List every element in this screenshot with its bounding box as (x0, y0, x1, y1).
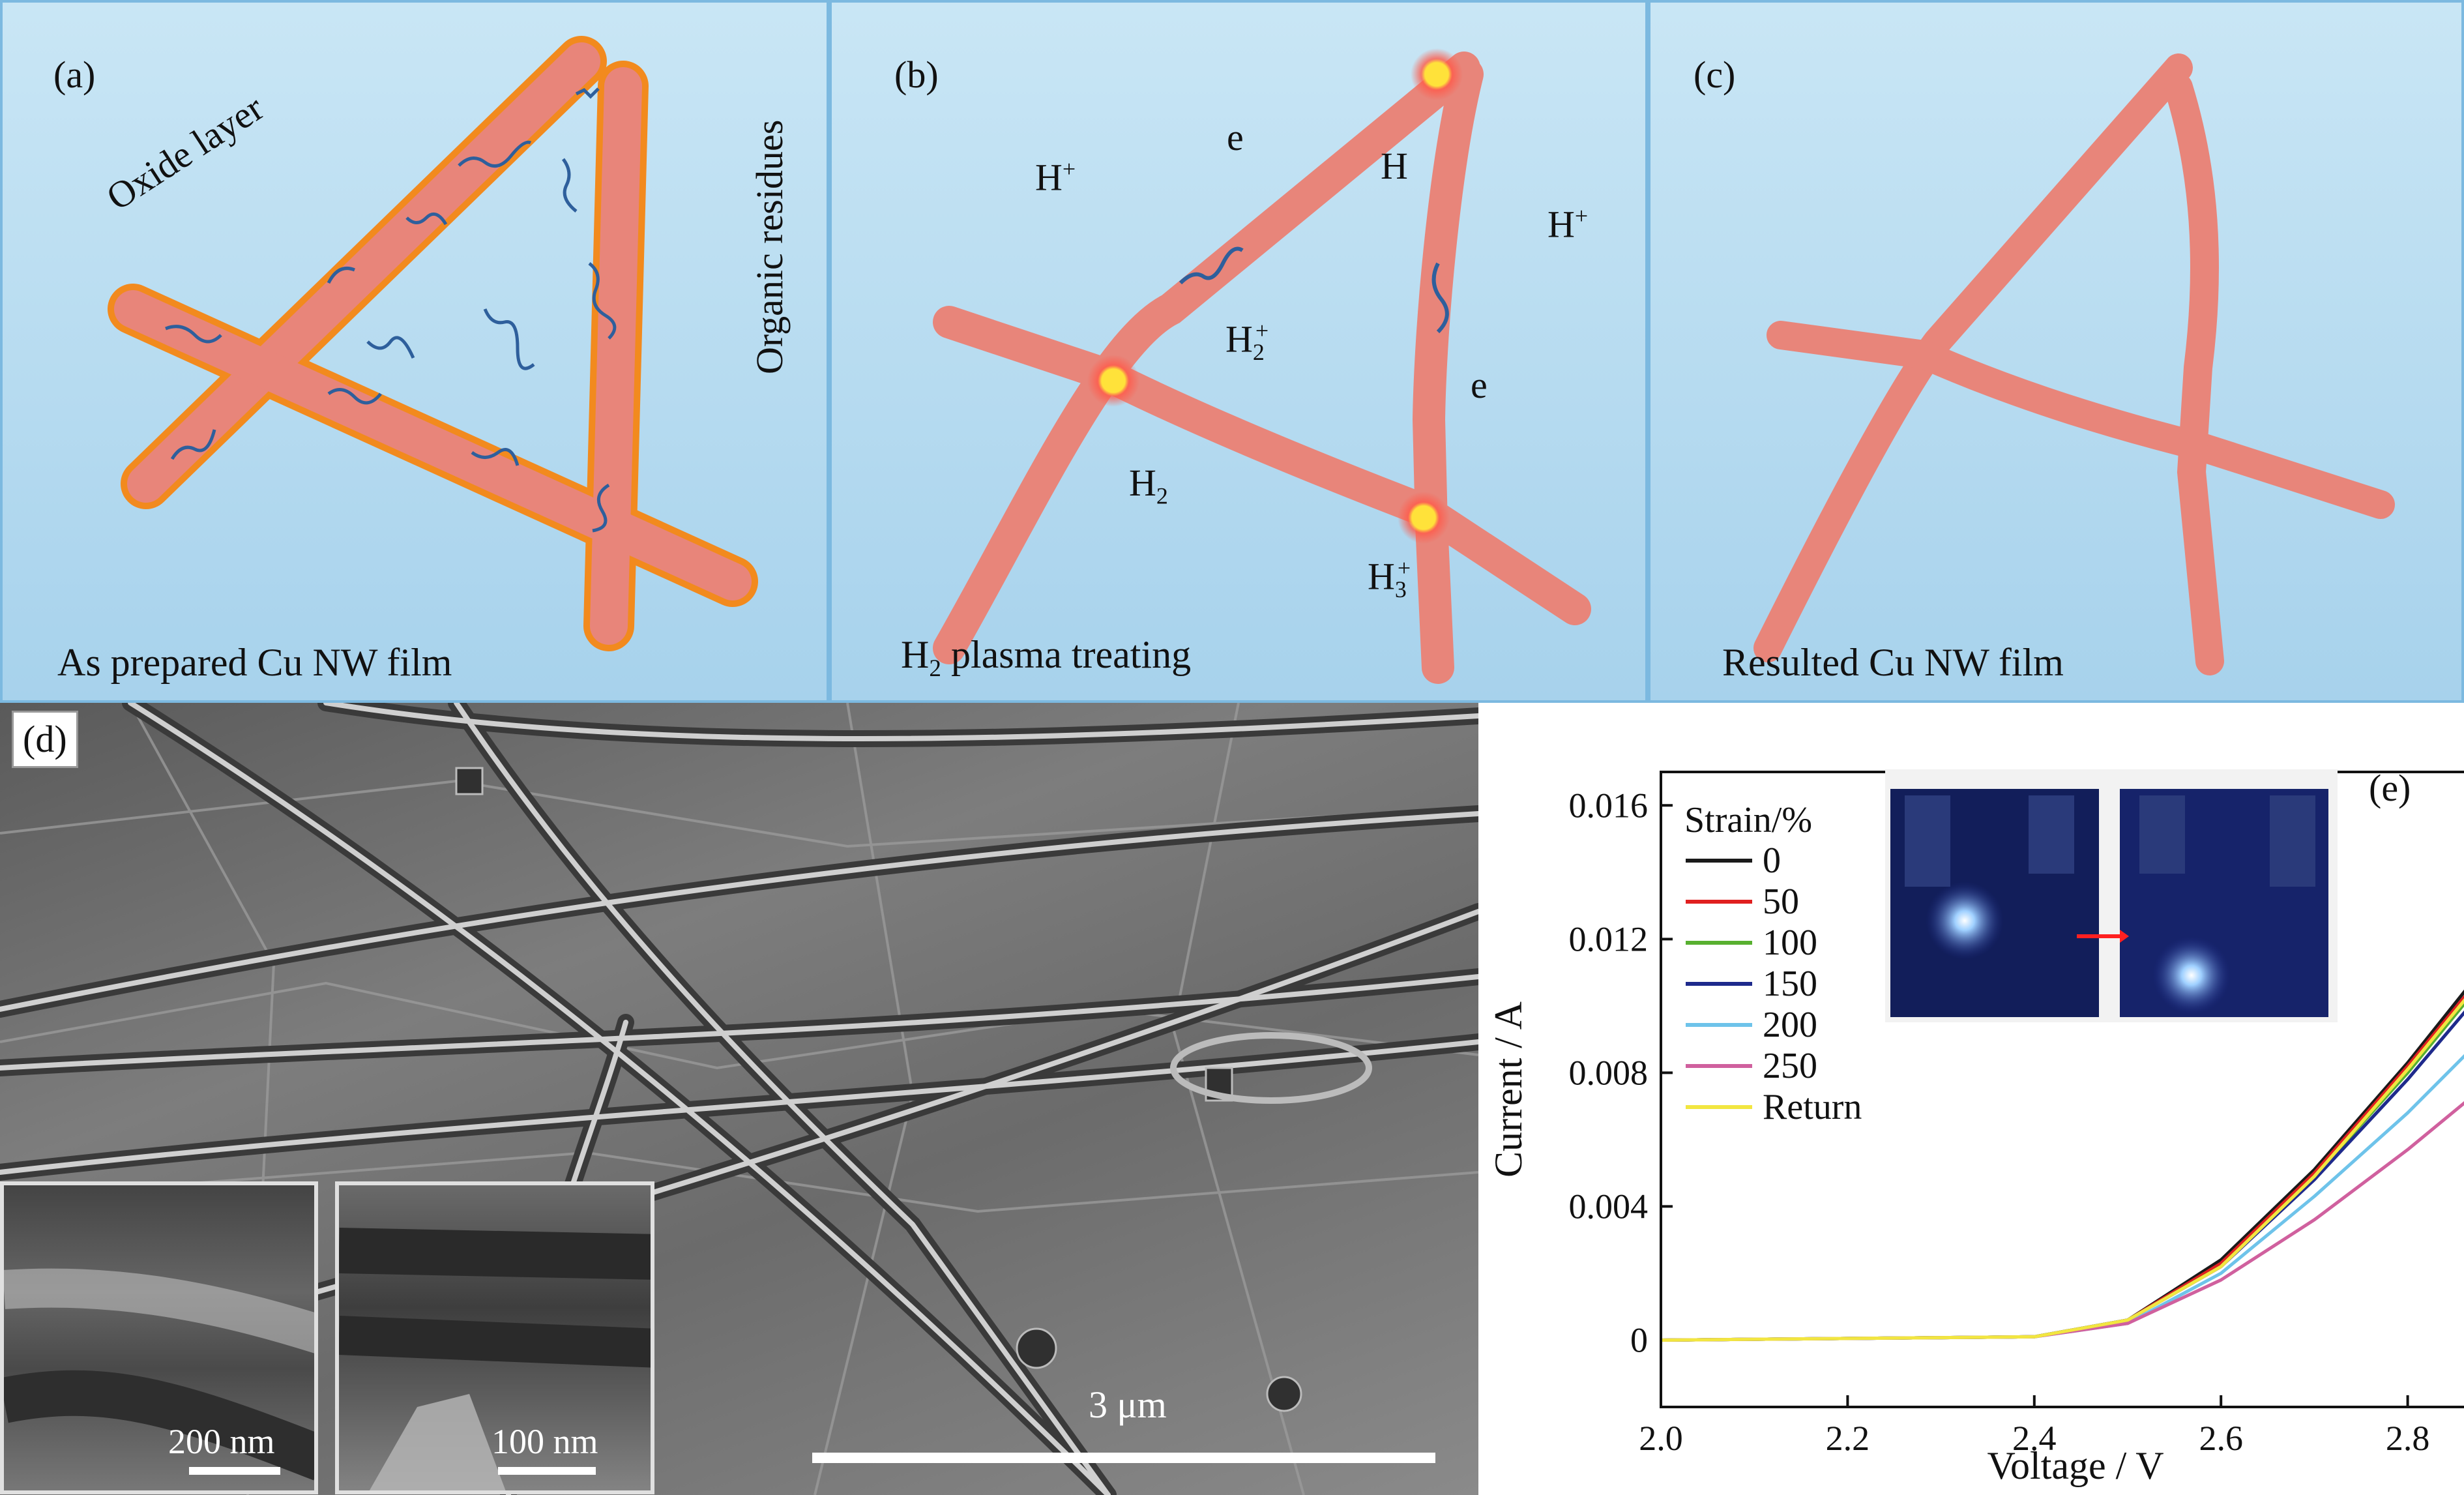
x-axis-label: Voltage / V (1987, 1444, 2163, 1487)
hplus-1: H+ (1035, 156, 1076, 199)
legend-entry: 150 (1763, 964, 1817, 1004)
panel-b-label: (b) (894, 53, 939, 96)
inset-1-detail (4, 1268, 314, 1481)
y-tick-label: 0 (1630, 1320, 1648, 1359)
inset-100nm: 100 nm (335, 1181, 654, 1494)
h2-molecule: H2 (1129, 462, 1168, 509)
wire-b-1 (933, 52, 1480, 664)
residue-b-1 (1179, 246, 1244, 285)
legend-entry: 200 (1763, 1005, 1817, 1045)
inset-2-detail (339, 1228, 651, 1490)
hotspot-3 (1398, 492, 1450, 544)
panel-b: (b) H+ e H H+ H2+ e H2 H3+ H2 plasma tre… (829, 0, 1648, 703)
legend-entry: 100 (1763, 923, 1817, 963)
legend-entry: 250 (1763, 1046, 1817, 1086)
organic-residues-label: Organic residues (748, 119, 791, 374)
panel-d-sem-image: (d) 200 nm 100 nm 3 μm (0, 703, 1478, 1495)
y-axis-label: Current / A (1487, 1001, 1530, 1177)
wire-core-2 (114, 290, 752, 600)
residue-b-2 (1431, 262, 1449, 334)
main-scale-label: 3 μm (1089, 1384, 1167, 1426)
wire-c-1 (1753, 53, 2193, 662)
led-photo (1890, 789, 2328, 1017)
inset-2-scale-bar (498, 1467, 596, 1475)
panel-e-label: (e) (2369, 767, 2411, 809)
hotspot-2 (1087, 355, 1139, 407)
legend-entry: 50 (1763, 881, 1799, 922)
iv-curve-chart: 2.02.22.42.62.83.000.0040.0080.0120.016V… (1487, 771, 2464, 1487)
inset-200nm: 200 nm (0, 1181, 318, 1494)
h3plus: H3+ (1368, 555, 1411, 602)
inset-2-scale-label: 100 nm (491, 1422, 598, 1461)
panel-b-caption: H2 plasma treating (901, 633, 1192, 682)
hotspot-1 (1411, 48, 1463, 100)
y-tick-label: 0.008 (1569, 1053, 1649, 1092)
main-scale-bar (812, 1453, 1435, 1463)
x-tick-label: 2.0 (1639, 1419, 1683, 1458)
y-tick-label: 0.016 (1569, 786, 1649, 825)
legend-title: Strain/% (1684, 800, 1812, 840)
sem-debris (455, 767, 1372, 1412)
plasma-hotspots (1087, 48, 1463, 544)
led-photo-inset (1885, 769, 2338, 1022)
y-tick-label: 0.004 (1569, 1187, 1649, 1226)
y-tick-label: 0.012 (1569, 919, 1649, 958)
x-tick-label: 2.6 (2199, 1419, 2243, 1458)
x-tick-label: 2.2 (1826, 1419, 1870, 1458)
x-tick-label: 2.8 (2386, 1419, 2430, 1458)
wire-core-1 (127, 42, 600, 503)
h2plus: H2+ (1225, 318, 1269, 365)
panel-a: (a) Oxide layer Organic residues As prep… (0, 0, 829, 703)
panel-c-label: (c) (1694, 53, 1736, 96)
x-tick-label: 2.4 (2012, 1419, 2057, 1458)
electron-2: e (1471, 364, 1488, 406)
panel-a-label: (a) (53, 53, 96, 96)
panel-b-nanowires (933, 48, 1591, 684)
wire-c-3 (2164, 73, 2224, 675)
inset-1-scale-bar (189, 1467, 280, 1475)
inset-1-scale-label: 200 nm (168, 1422, 275, 1461)
hplus-2: H+ (1547, 203, 1589, 246)
wire-b-3 (1412, 58, 1484, 684)
panel-a-nanowires (108, 36, 758, 651)
panel-c-nanowires (1753, 53, 2395, 675)
wire-core-3 (590, 67, 642, 645)
hydrogen-atom: H (1381, 145, 1408, 187)
panel-c-caption: Resulted Cu NW film (1722, 641, 2064, 684)
series-line-return (1661, 998, 2464, 1342)
panel-a-caption: As prepared Cu NW film (57, 641, 452, 684)
panel-e-chart: 2.02.22.42.62.83.000.0040.0080.0120.016V… (1478, 703, 2464, 1495)
electron-1: e (1227, 116, 1244, 158)
organic-residues (165, 87, 617, 533)
legend-entry: 0 (1763, 840, 1781, 881)
panel-c: (c) Resulted Cu NW film (1648, 0, 2464, 703)
legend-entry: Return (1763, 1087, 1862, 1127)
wire-c-2 (1767, 321, 2395, 519)
panel-d-label: (d) (12, 711, 78, 768)
